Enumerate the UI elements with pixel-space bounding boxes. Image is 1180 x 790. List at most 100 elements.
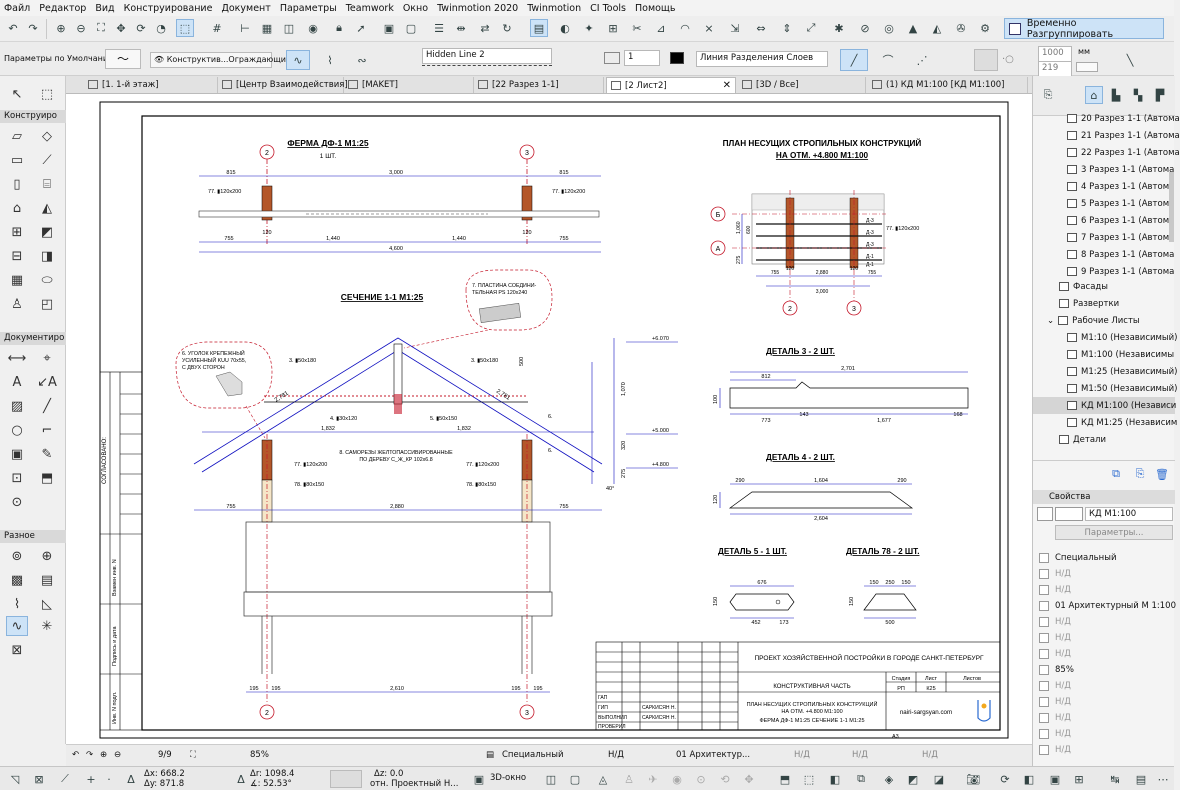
grid-tool-icon[interactable]: ▦ (10, 272, 24, 288)
label-tool-icon[interactable]: ↙A (37, 374, 57, 390)
elevate-icon[interactable]: ⇕ (782, 21, 792, 35)
coord-dr[interactable]: Δr: 1098.4 (250, 769, 295, 779)
section-box-icon[interactable]: ⬒ (779, 772, 791, 786)
drawing-sheet[interactable]: СОГЛАСОВАНО: Взамен инв. N Подпись и дат… (66, 94, 1032, 744)
split-icon[interactable]: ✂ (632, 21, 642, 35)
curtain-wall-icon[interactable]: ◩ (40, 224, 54, 240)
prop-row-na-10[interactable]: Н/Д (1033, 742, 1175, 757)
delta-icon[interactable]: Δ (127, 772, 135, 786)
menu-twinmotion-2020[interactable]: Twinmotion 2020 (437, 2, 519, 14)
rotate-view-icon[interactable]: ◔ (156, 21, 166, 35)
grid-snap-icon[interactable]: # (212, 21, 222, 35)
nav-worksheets[interactable]: ⌄Рабочие Листы (1047, 315, 1140, 326)
3d-window-icon[interactable]: ▣ (473, 772, 485, 786)
elevation-tool-icon[interactable]: ⬒ (40, 470, 54, 486)
nav-sheet-m1-10[interactable]: М1:10 (Независимый) (1033, 329, 1177, 346)
tab-maket[interactable]: [MAKET] (344, 77, 474, 93)
figure-tool-icon[interactable]: ✎ (41, 446, 53, 462)
chair-tool-icon[interactable]: ♙ (11, 296, 23, 312)
element-info-icon[interactable]: ▦ (261, 21, 273, 35)
dimension-field-2[interactable]: 219 (1038, 61, 1072, 77)
menu-options[interactable]: Параметры (279, 2, 337, 14)
text-tool-icon[interactable]: A (12, 374, 22, 390)
redo-zoom-icon[interactable]: ↷ (86, 750, 94, 760)
marquee-tool-icon[interactable]: ⬚ (40, 86, 54, 102)
plus-icon[interactable]: + (86, 772, 96, 786)
window-tool-icon[interactable]: ⊟ (11, 248, 23, 264)
adjust-icon[interactable]: ⊿ (656, 21, 666, 35)
toolbox-group-design[interactable]: Конструиро (0, 110, 66, 123)
section-tool-icon[interactable]: ⊡ (11, 470, 23, 486)
tab-floor-1[interactable]: [1. 1-й этаж] (84, 77, 218, 93)
drag-icon[interactable]: ⇲ (730, 21, 740, 35)
coord-dz[interactable]: Δz: 0.0 (374, 769, 404, 779)
drawing-canvas[interactable]: СОГЛАСОВАНО: Взамен инв. N Подпись и дат… (66, 94, 1032, 744)
line-preview-swatch[interactable] (330, 770, 362, 788)
nav-section-7[interactable]: 7 Разрез 1-1 (Автома (1033, 229, 1175, 246)
fillet-icon[interactable]: ◠ (680, 21, 690, 35)
zoom-3d-icon[interactable]: ⊙ (696, 772, 706, 786)
more-options-icon[interactable]: ⋯ (1157, 772, 1169, 786)
beam-tool-icon[interactable]: ▭ (10, 152, 24, 168)
3d-window-label[interactable]: 3D-окно (490, 773, 527, 783)
mesh-tool-icon[interactable]: ⊞ (11, 224, 23, 240)
status-na-4[interactable]: Н/Д (922, 750, 938, 760)
nav-section-3[interactable]: 3 Разрез 1-1 (Автома (1033, 161, 1175, 178)
status-na-3[interactable]: Н/Д (852, 750, 868, 760)
unit-icon[interactable] (1076, 62, 1098, 72)
status-na[interactable]: Н/Д (608, 750, 624, 760)
toolbox-group-document[interactable]: Документиро (0, 332, 66, 345)
coord-dy[interactable]: Δy: 871.8 (144, 779, 185, 789)
trace-icon[interactable]: ◐ (560, 21, 570, 35)
spline-tool-icon[interactable]: ∿ (6, 616, 28, 636)
render-icon[interactable]: ▲ (908, 21, 918, 35)
close-tab-icon[interactable]: ✕ (722, 80, 731, 91)
tab-kd-layout[interactable]: (1) КД М1:100 [КД М1:100] (868, 77, 1028, 93)
zoom-out-small-icon[interactable]: ⊖ (114, 750, 122, 760)
walk-icon[interactable]: ♙ (624, 772, 634, 786)
wall-tool-icon[interactable]: ▱ (12, 128, 22, 144)
nav-section-9[interactable]: 9 Разрез 1-1 (Автома (1033, 263, 1175, 280)
stair-tool-icon[interactable]: ⌸ (43, 176, 51, 192)
draw-mode-icon[interactable]: ╲ (1126, 53, 1134, 67)
pan-3d-icon[interactable]: ✥ (744, 772, 754, 786)
coord-angle[interactable]: ∡: 52.53° (250, 779, 292, 789)
hotspot-tool-icon[interactable]: ⊚ (11, 548, 23, 564)
radius-icon[interactable]: Δ (237, 772, 245, 786)
defaults-label[interactable]: Параметры по Умолчанию (4, 54, 115, 63)
align-icon[interactable]: ☰ (434, 21, 444, 35)
layout-book-icon[interactable]: ▚ (1133, 88, 1143, 102)
column-tool-icon[interactable]: ◇ (42, 128, 52, 144)
nav-details[interactable]: Детали (1033, 431, 1175, 448)
zoom-out-icon[interactable]: ⊖ (76, 21, 86, 35)
nav-sheet-m1-25[interactable]: М1:25 (Независимый) (1033, 363, 1177, 380)
teamwork-icon[interactable]: ◉ (308, 21, 318, 35)
toolbox-group-more[interactable]: Разное (0, 530, 66, 543)
nav-facades[interactable]: Фасады (1033, 278, 1175, 295)
nav-sheet-m1-100[interactable]: М1:100 (Независимы (1033, 346, 1175, 363)
figure-2-icon[interactable]: ⊠ (11, 642, 23, 658)
pen-color-swatch[interactable] (670, 52, 684, 64)
roof-tool-icon[interactable]: ⌂ (12, 200, 22, 216)
nav-section-5[interactable]: 5 Разрез 1-1 (Автома (1033, 195, 1175, 212)
new-view-icon[interactable]: ⧉ (1112, 467, 1120, 480)
prop-row-special[interactable]: Специальный (1033, 550, 1175, 565)
nav-section-6[interactable]: 6 Разрез 1-1 (Автома (1033, 212, 1175, 229)
pen-number-field[interactable]: 1 (624, 50, 660, 66)
zone-tool-icon[interactable]: ▩ (10, 572, 24, 588)
navigate-icon[interactable]: ◬ (598, 772, 608, 786)
fly-icon[interactable]: ✈ (648, 772, 658, 786)
display-order-icon[interactable]: ▤ (1135, 772, 1147, 786)
prop-row-na-5[interactable]: Н/Д (1033, 646, 1175, 661)
nav-sheet-m1-50[interactable]: М1:50 (Независимый) (1033, 380, 1177, 397)
line-type-icon[interactable]: 〜 (105, 49, 141, 69)
menu-window[interactable]: Окно (402, 2, 429, 14)
orbit-3d-icon[interactable]: ⟲ (720, 772, 730, 786)
guide-icon[interactable]: ⊢ (240, 21, 250, 35)
project-map-icon[interactable]: ⌂ (1085, 86, 1103, 104)
rotate-icon[interactable]: ↻ (502, 21, 512, 35)
snap-icon[interactable]: ◹ (10, 772, 20, 786)
intersect-icon[interactable]: ⨯ (704, 21, 714, 35)
line-draw-icon[interactable]: ╱ (840, 49, 868, 71)
dimension-field-1[interactable]: 1000 (1038, 46, 1072, 62)
